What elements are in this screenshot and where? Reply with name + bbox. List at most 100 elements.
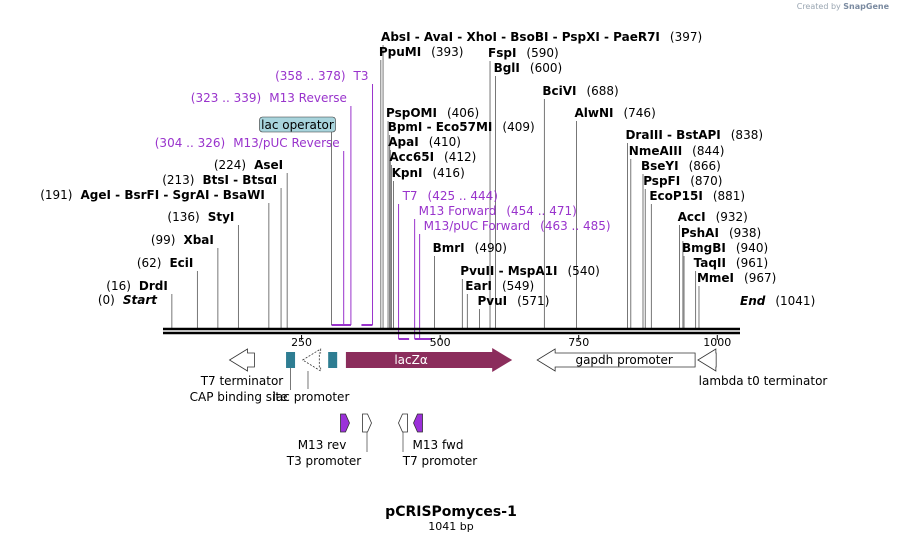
plasmid-length: 1041 bp bbox=[428, 520, 473, 533]
site-name-xbai: XbaI bbox=[183, 233, 213, 247]
site-name-btsi-bts-i: BtsI - BtsαI bbox=[202, 173, 277, 187]
lower-label-t7-promoter: T7 promoter bbox=[402, 454, 478, 468]
site-name-pspomi: PspOMI bbox=[386, 106, 437, 120]
site-position-start: (0) bbox=[98, 293, 115, 307]
site-position-bpmi-eco57mi: (409) bbox=[502, 120, 534, 134]
site-name-bgli: BglI bbox=[494, 61, 520, 75]
site-label-eari: EarI(549) bbox=[465, 279, 534, 293]
site-label-pvuii-mspa1i: PvuII - MspA1I(540) bbox=[460, 264, 599, 278]
site-label-agei-bsrfi-sgrai-bsawi: (191) AgeI - BsrFI - SgrAI - BsaWI bbox=[40, 188, 265, 202]
primer-annotations: (304 .. 326)M13/pUC Reverse (323 .. 339)M… bbox=[155, 69, 611, 340]
credit-watermark: Created by SnapGene bbox=[797, 2, 889, 11]
feature-box-cap-binding-site bbox=[286, 352, 296, 368]
site-name-acc65i: Acc65I bbox=[389, 150, 434, 164]
feature-label-gapdh-promoter: gapdh promoter bbox=[575, 353, 672, 367]
site-position-bseyi: (866) bbox=[689, 159, 721, 173]
sequence-backbone bbox=[163, 327, 740, 335]
site-position-pspomi: (406) bbox=[447, 106, 479, 120]
site-name-bpmi-eco57mi: BpmI - Eco57MI bbox=[388, 120, 493, 134]
feature-label-lacz: lacZα bbox=[394, 353, 428, 367]
primer-name-m13-puc-reverse: M13/pUC Reverse bbox=[233, 136, 340, 150]
site-label-ppumi: PpuMI(393) bbox=[379, 45, 464, 59]
site-label-pspfi: PspFI(870) bbox=[643, 174, 722, 188]
feature-lacz: lacZα bbox=[345, 348, 513, 372]
site-label-asei: (224)AseI bbox=[214, 158, 283, 172]
site-name-fspi: FspI bbox=[488, 46, 516, 60]
site-position-pspfi: (870) bbox=[690, 174, 722, 188]
site-label-ecii: (62)EciI bbox=[137, 256, 194, 270]
feature-box-lac-operator bbox=[328, 352, 338, 368]
site-label-drdi: (16)DrdI bbox=[106, 279, 168, 293]
site-label-bpmi-eco57mi: BpmI - Eco57MI (409) bbox=[388, 120, 535, 134]
feature-lac-promoter: lac promoter bbox=[273, 348, 350, 404]
feature-arrow-lambda-t0-terminator bbox=[697, 348, 717, 372]
site-label-acc65i: Acc65I (412) bbox=[389, 150, 476, 164]
site-label-pvui: PvuI(571) bbox=[477, 294, 549, 308]
site-name-draiii-bstapi: DraIII - BstAPI bbox=[625, 128, 720, 142]
site-position-agei-bsrfi-sgrai-bsawi: (191) bbox=[40, 188, 72, 202]
site-position-eari: (549) bbox=[502, 279, 534, 293]
site-name-agei-bsrfi-sgrai-bsawi: AgeI - BsrFI - SgrAI - BsaWI bbox=[81, 188, 265, 202]
site-label-nmeaiii: NmeAIII(844) bbox=[629, 144, 725, 158]
site-label-acci: AccI(932) bbox=[678, 210, 748, 224]
site-position-pvui: (571) bbox=[517, 294, 549, 308]
site-name-taqii: TaqII bbox=[694, 256, 726, 270]
site-position-ecop15i: (881) bbox=[713, 189, 745, 203]
lower-feature-m13-fwd bbox=[413, 413, 423, 433]
primer-label-m13-puc-reverse: (304 .. 326)M13/pUC Reverse bbox=[155, 136, 340, 150]
site-label-draiii-bstapi: DraIII - BstAPI (838) bbox=[625, 128, 763, 142]
feature-label-lambda-t0-terminator: lambda t0 terminator bbox=[699, 374, 828, 388]
site-position-alwni: (746) bbox=[623, 106, 655, 120]
site-label-bseyi: BseYI (866) bbox=[641, 159, 721, 173]
site-label-bmri: BmrI(490) bbox=[433, 241, 507, 255]
feature-cap-binding-site: CAP binding site bbox=[190, 352, 296, 404]
primer-label-m13-reverse: (323 .. 339)M13 Reverse bbox=[191, 91, 347, 105]
primer-name-m13-reverse: M13 Reverse bbox=[269, 91, 347, 105]
feature-label-t7-terminator: T7 terminator bbox=[200, 374, 284, 388]
site-name-acci: AccI bbox=[678, 210, 706, 224]
plasmid-name: pCRISPomyces-1 bbox=[385, 504, 517, 520]
feature-label-lac-promoter: lac promoter bbox=[273, 390, 350, 404]
feature-arrow-gapdh-promoter bbox=[536, 348, 696, 372]
site-name-drdi: DrdI bbox=[139, 279, 168, 293]
feature-lambda-t0-terminator: lambda t0 terminator bbox=[697, 348, 828, 388]
primer-label-t7: T7(425 .. 444) bbox=[402, 189, 498, 203]
binding-badge-label: lac operator bbox=[261, 118, 334, 132]
site-name-ecop15i: EcoP15I bbox=[649, 189, 703, 203]
primer-label-m13-puc-forward: M13/pUC Forward(463 .. 485) bbox=[424, 219, 611, 233]
primer-label-m13-forward: M13 Forward(454 .. 471) bbox=[419, 204, 577, 218]
site-position-fspi: (590) bbox=[526, 46, 558, 60]
site-position-end: (1041) bbox=[775, 294, 815, 308]
site-label-pspomi: PspOMI (406) bbox=[386, 106, 479, 120]
lower-feature-m13-rev bbox=[340, 413, 350, 433]
site-position-bgli: (600) bbox=[530, 61, 562, 75]
site-position-draiii-bstapi: (838) bbox=[731, 128, 763, 142]
primer-range-m13-puc-forward: (463 .. 485) bbox=[540, 219, 610, 233]
primer-label-t3: (358 .. 378)T3 bbox=[275, 69, 368, 83]
site-name-bmri: BmrI bbox=[433, 241, 465, 255]
ruler-label-750: 750 bbox=[568, 336, 589, 349]
site-name-ppumi: PpuMI bbox=[379, 45, 421, 59]
site-position-acc65i: (412) bbox=[444, 150, 476, 164]
site-name-mmei: MmeI bbox=[697, 271, 734, 285]
site-name-kpni: KpnI bbox=[392, 166, 423, 180]
site-position-mmei: (967) bbox=[744, 271, 776, 285]
site-position-btsi-bts-i: (213) bbox=[162, 173, 194, 187]
site-name-bcivi: BciVI bbox=[542, 84, 576, 98]
site-position-pshai: (938) bbox=[729, 226, 761, 240]
site-position-bmgbi: (940) bbox=[736, 241, 768, 255]
lower-label-t3-promoter: T3 promoter bbox=[286, 454, 362, 468]
site-name-bseyi: BseYI bbox=[641, 159, 679, 173]
site-name-ecii: EciI bbox=[169, 256, 193, 270]
lower-feature-t3-promoter bbox=[362, 413, 372, 433]
primer-name-t7: T7 bbox=[402, 189, 418, 203]
site-label-start: (0)Start bbox=[98, 293, 158, 307]
site-position-kpni: (416) bbox=[432, 166, 464, 180]
site-label-ecop15i: EcoP15I (881) bbox=[649, 189, 745, 203]
feature-arrow-lac-promoter bbox=[301, 348, 322, 372]
site-name-alwni: AlwNI bbox=[574, 106, 613, 120]
site-position-styi: (136) bbox=[167, 210, 199, 224]
lower-label-m13-fwd: M13 fwd bbox=[413, 438, 464, 452]
site-label-styi: (136)StyI bbox=[167, 210, 234, 224]
